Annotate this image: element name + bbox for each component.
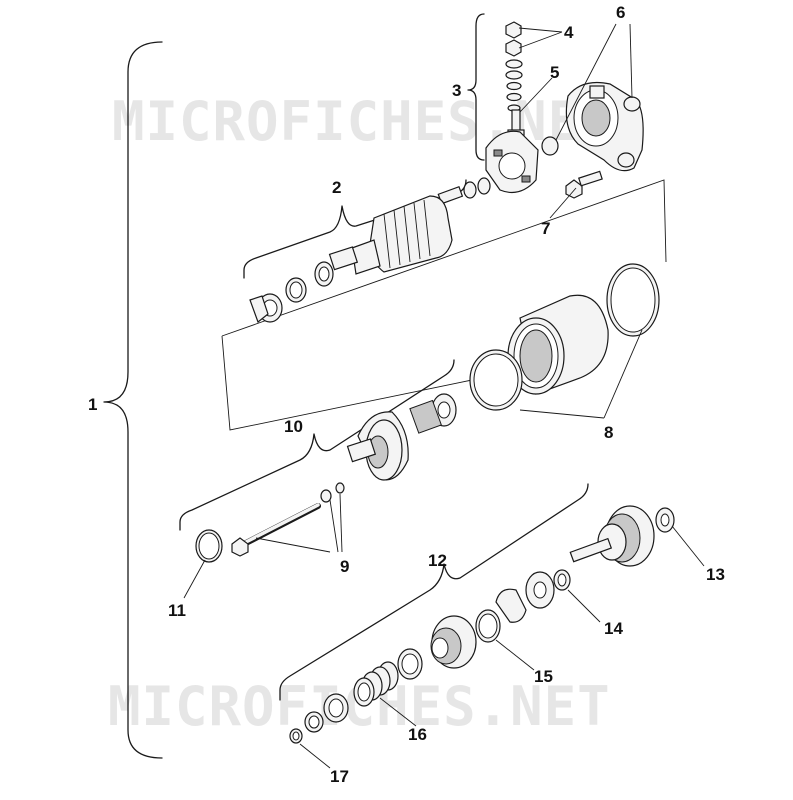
bolt-7 xyxy=(565,170,603,199)
callout-1: 1 xyxy=(88,395,97,414)
callout-5: 5 xyxy=(550,63,559,82)
watermark-top: MICROFICHES.NET xyxy=(112,90,615,153)
callout-9: 9 xyxy=(340,557,349,576)
yoke-housing xyxy=(469,263,660,411)
brush-holder-plate xyxy=(485,130,539,193)
callout-13: 13 xyxy=(706,565,725,584)
drive-spring xyxy=(304,661,399,733)
assembly-brace xyxy=(103,41,163,759)
through-bolt xyxy=(231,482,345,557)
callout-6: 6 xyxy=(616,3,625,22)
callout-16: 16 xyxy=(408,725,427,744)
armature xyxy=(249,177,491,323)
callout-10: 10 xyxy=(284,417,303,436)
callout-11: 11 xyxy=(168,601,186,620)
callout-2: 2 xyxy=(332,178,341,197)
callout-7: 7 xyxy=(541,219,550,238)
callout-14: 14 xyxy=(604,619,623,638)
drive-assembly xyxy=(397,569,571,680)
callout-4: 4 xyxy=(564,23,574,42)
planetary-gear-shaft xyxy=(569,505,675,567)
front-bracket xyxy=(346,393,457,481)
callout-8: 8 xyxy=(604,423,613,442)
end-cap-housing xyxy=(541,81,644,172)
callout-17: 17 xyxy=(330,767,349,786)
callout-3: 3 xyxy=(452,81,461,100)
nut-stack xyxy=(505,21,523,112)
leader-lines xyxy=(183,23,705,769)
group-12-brace xyxy=(279,483,589,701)
group-3-brace xyxy=(467,13,485,161)
section-frame xyxy=(221,179,667,431)
callout-12: 12 xyxy=(428,551,447,570)
group-10-brace xyxy=(179,359,455,531)
callout-15: 15 xyxy=(534,667,553,686)
